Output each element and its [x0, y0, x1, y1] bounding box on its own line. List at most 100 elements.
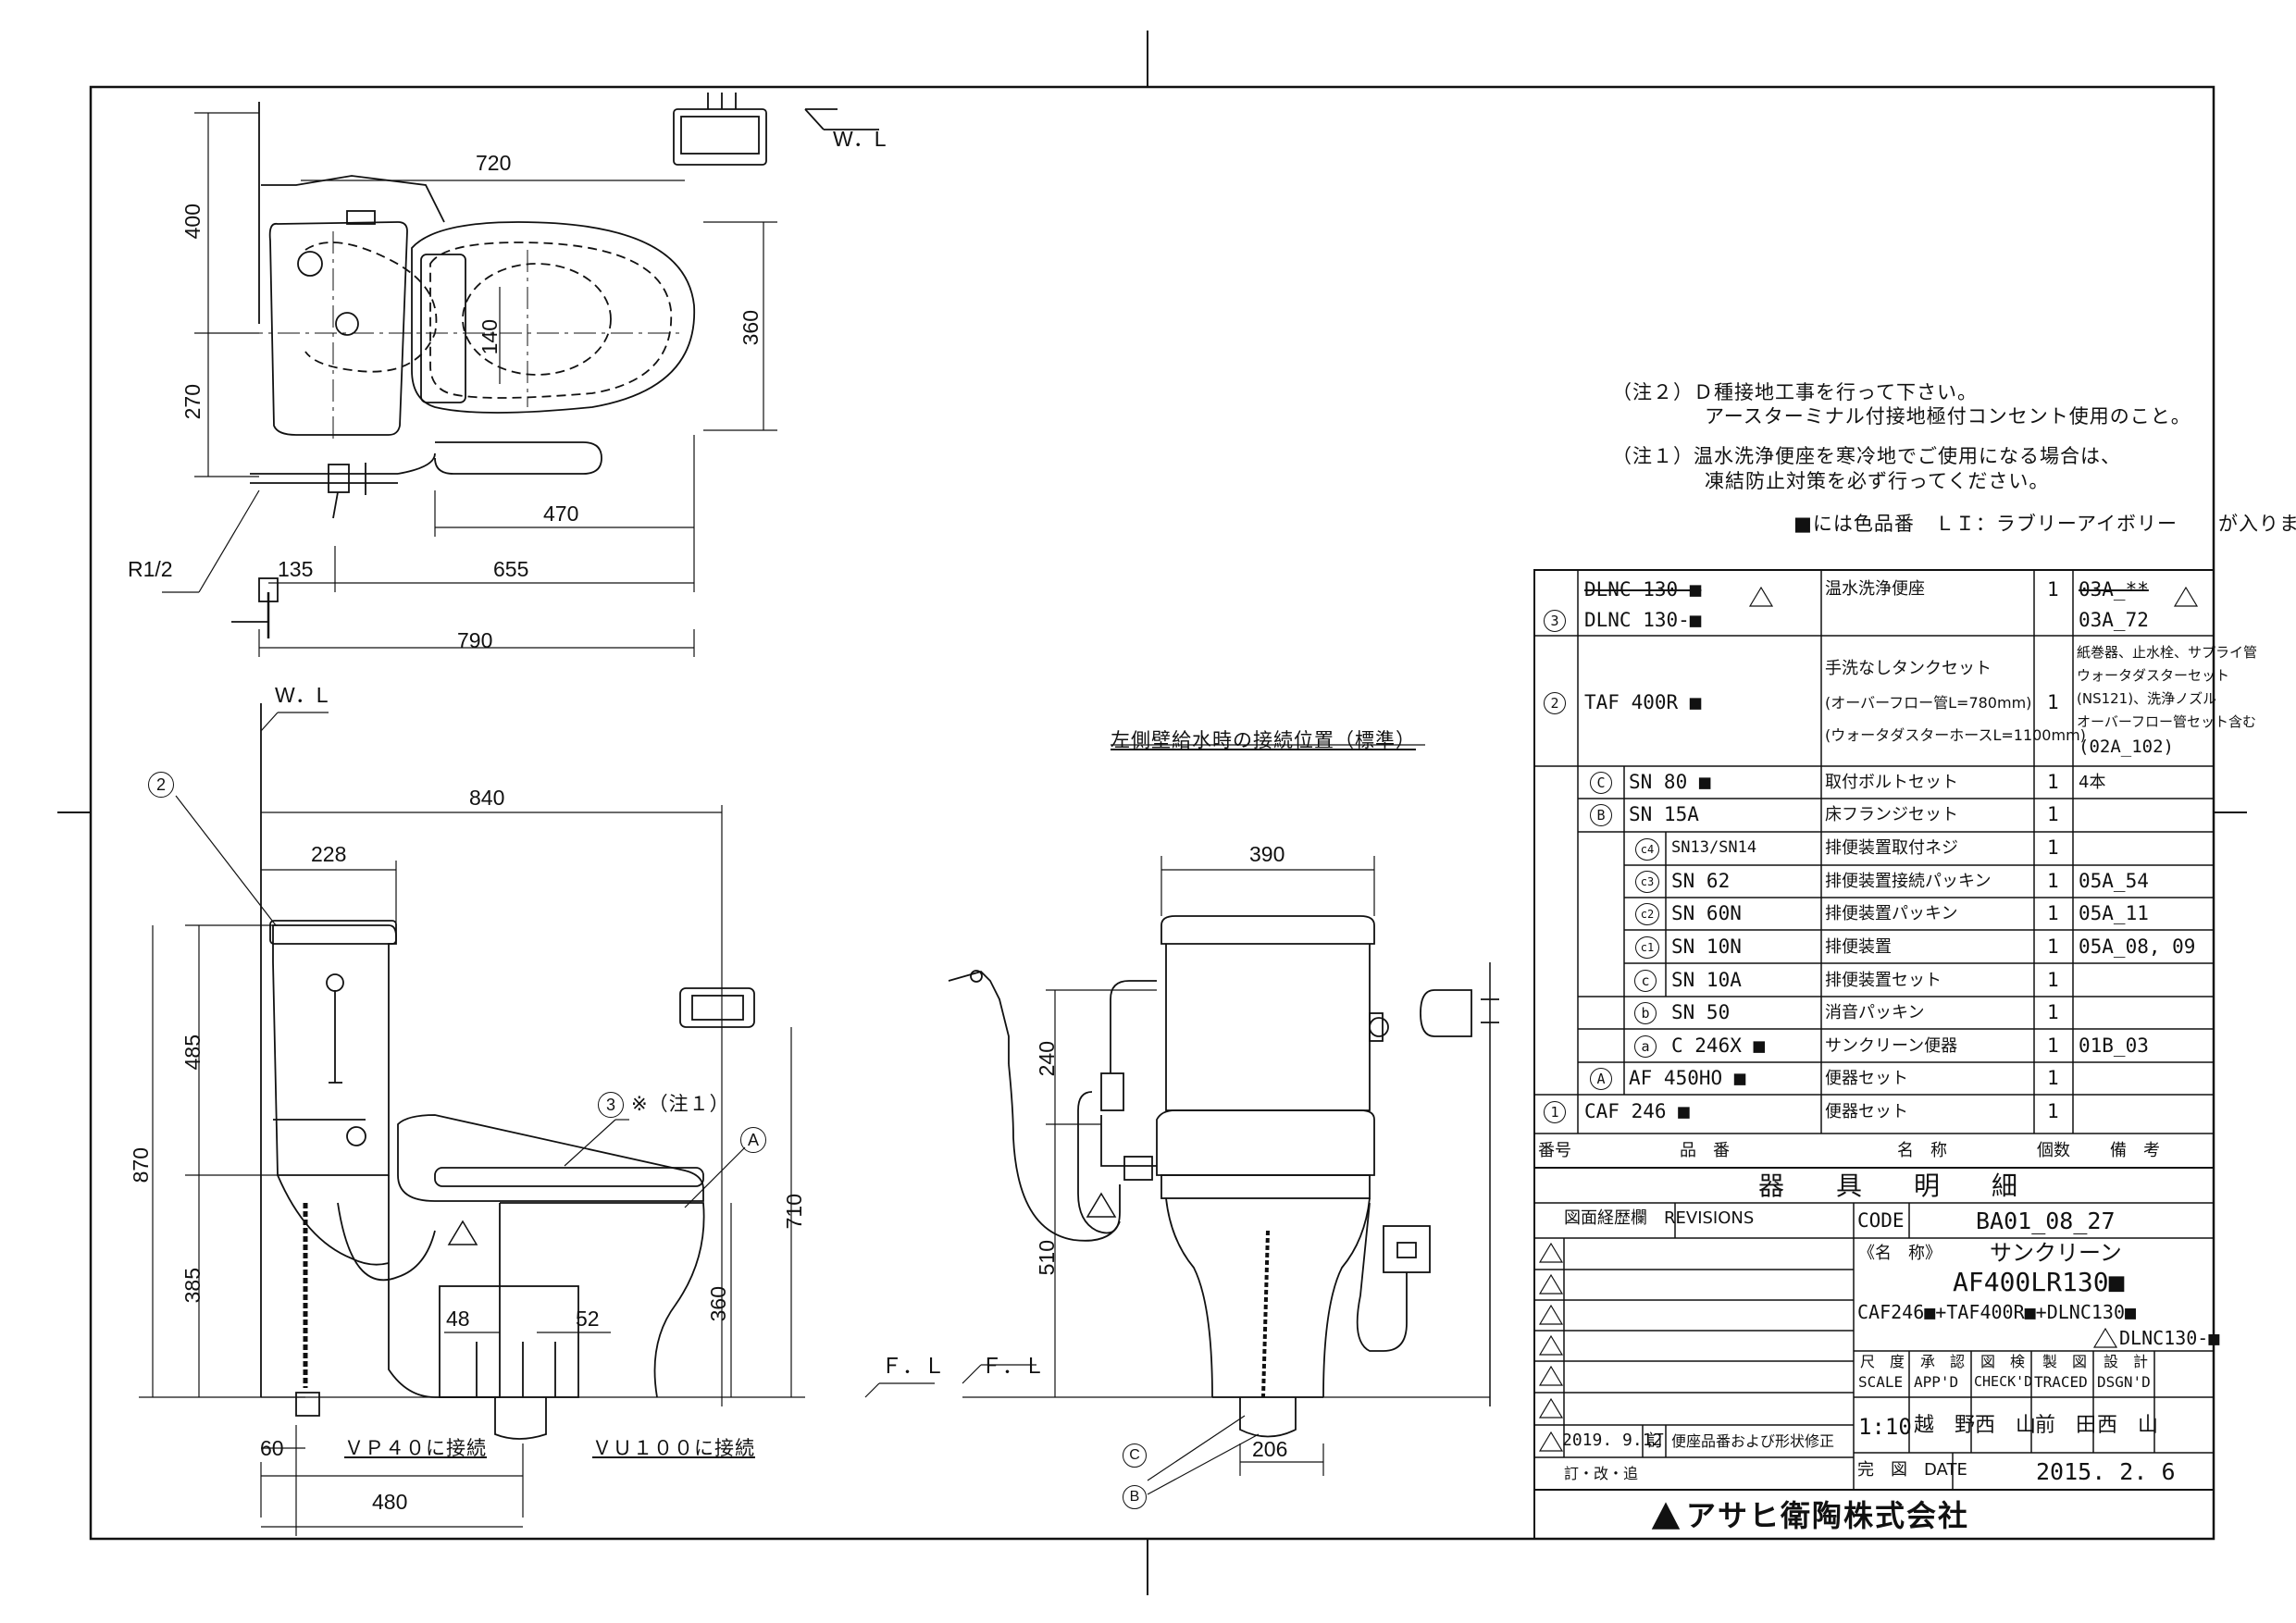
- part-row10-desc: 消音パッキン: [1825, 1003, 1925, 1022]
- part-row13-desc: 便器セット: [1825, 1102, 1908, 1121]
- scale-en: SCALE: [1858, 1373, 1904, 1391]
- revisions-label: 図面経歴欄 REVISIONS: [1564, 1208, 1755, 1228]
- part-row3-remark: 4本: [2079, 773, 2106, 792]
- part-row4-part: SN 15A: [1629, 803, 1699, 825]
- part-row6-part: SN 62: [1671, 870, 1731, 892]
- name-label: 《名 称》: [1858, 1244, 1942, 1263]
- part-row7-remark: 05A_11: [2079, 902, 2149, 924]
- part-row9-qty: 1: [2047, 969, 2059, 991]
- dim-240: 240: [1035, 1041, 1059, 1077]
- part-row6-desc: 排便装置接続パッキン: [1825, 872, 1992, 891]
- part-row12-qty: 1: [2047, 1067, 2059, 1089]
- part-row10-qty: 1: [2047, 1001, 2059, 1023]
- dim-400: 400: [180, 204, 205, 240]
- dim-140: 140: [478, 319, 502, 355]
- code-label: CODE: [1857, 1209, 1905, 1232]
- date-value: 2015. 2. 6: [2036, 1458, 2176, 1485]
- code-value: BA01_08_27: [1976, 1208, 2116, 1234]
- part-row2-desc3: (ウォータダスターホースL=1100mm): [1825, 726, 2086, 744]
- traced-label: 製 図: [2042, 1353, 2088, 1370]
- table-header-remark: 備 考: [2110, 1141, 2160, 1160]
- part-row2-qty: 1: [2047, 691, 2059, 713]
- callout-b: B: [1123, 1485, 1147, 1509]
- note1-line1: （注１）温水洗浄便座を寒冷地でご使用になる場合は、: [1612, 445, 2121, 467]
- revision-mark: 訂: [1647, 1431, 1664, 1451]
- side-view: [139, 703, 805, 1536]
- note2-line1: （注２）Ｄ種接地工事を行って下さい。: [1612, 381, 1978, 403]
- app-en: APP'D: [1914, 1373, 1959, 1391]
- part-row8-no: c1: [1635, 936, 1659, 959]
- part-row0-qty: 1: [2047, 578, 2059, 601]
- front-view: [864, 744, 1499, 1495]
- part-row8-part: SN 10N: [1671, 935, 1742, 958]
- part-row6-no: c3: [1635, 871, 1659, 893]
- callout-3: 3: [598, 1092, 624, 1118]
- part-row2-rem5: (02A_102): [2079, 737, 2174, 757]
- check-name: 西 山: [1975, 1414, 2037, 1437]
- dsgn-en: DSGN'D: [2097, 1373, 2151, 1391]
- part-row3-desc: 取付ボルトセット: [1825, 773, 1958, 792]
- part-row3-no: C: [1590, 772, 1612, 794]
- dim-48: 48: [446, 1307, 470, 1331]
- dsgn-name: 西 山: [2097, 1414, 2159, 1437]
- part-row2-no: 2: [1544, 692, 1566, 714]
- product-composition: CAF246■+TAF400R■+DLNC130■: [1857, 1301, 2137, 1323]
- label-vp40: ＶＰ４０に接続: [344, 1437, 487, 1459]
- dim-228: 228: [311, 842, 347, 866]
- part-row9-part: SN 10A: [1671, 969, 1742, 991]
- dim-385: 385: [180, 1268, 205, 1304]
- part-row5-qty: 1: [2047, 836, 2059, 859]
- dim-485: 485: [180, 1035, 205, 1071]
- note2-line2: アースターミナル付接地極付コンセント使用のこと。: [1705, 405, 2191, 427]
- part-row2-rem4: オーバーフロー管セット含む: [2077, 713, 2256, 730]
- part-row12-part: AF 450HO ■: [1629, 1067, 1746, 1089]
- part-row8-desc: 排便装置: [1825, 937, 1892, 957]
- part-row6-remark: 05A_54: [2079, 870, 2149, 892]
- part-row0-desc: 温水洗浄便座: [1825, 579, 1925, 599]
- part-row12-no: A: [1590, 1068, 1612, 1090]
- traced-en: TRACED: [2034, 1373, 2088, 1391]
- dim-480: 480: [372, 1490, 408, 1514]
- part-row11-desc: サンクリーン便器: [1825, 1036, 1958, 1056]
- part-row2-desc1: 手洗なしタンクセット: [1825, 659, 1992, 678]
- part-row11-no: a: [1634, 1035, 1657, 1058]
- table-header-no: 番号: [1538, 1141, 1571, 1160]
- dim-60: 60: [260, 1436, 284, 1460]
- dim-510: 510: [1035, 1240, 1059, 1276]
- part-row8-remark: 05A_08, 09: [2079, 935, 2196, 958]
- part-row8-qty: 1: [2047, 935, 2059, 958]
- part-row1-part: DLNC 130-■: [1584, 609, 1702, 631]
- part-row4-no: B: [1590, 804, 1612, 826]
- part-row12-desc: 便器セット: [1825, 1069, 1908, 1088]
- dim-390: 390: [1249, 842, 1285, 866]
- part-row7-no: c2: [1635, 903, 1659, 925]
- label-fl-right: Ｆ．Ｌ: [981, 1354, 1045, 1378]
- label-fl-left: Ｆ．Ｌ: [881, 1354, 945, 1378]
- dim-360-side: 360: [706, 1286, 730, 1322]
- table-title: 器 具 明 細: [1758, 1171, 2031, 1201]
- part-row11-part: C 246X ■: [1671, 1035, 1766, 1057]
- part-row0-part: DLNC 130-■: [1584, 578, 1702, 601]
- scale-value: 1:10: [1858, 1414, 1912, 1440]
- front-view-title: 左側壁給水時の接続位置（標準）: [1111, 729, 1416, 751]
- revision-text: 便座品番および形状修正: [1671, 1432, 1835, 1450]
- part-row1-remark: 03A_72: [2079, 609, 2149, 631]
- table-header-qty: 個数: [2037, 1141, 2070, 1160]
- dim-360: 360: [738, 310, 763, 346]
- product-model: AF400LR130■: [1953, 1267, 2125, 1297]
- part-row13-no: 1: [1544, 1101, 1566, 1123]
- dim-52: 52: [576, 1307, 600, 1331]
- dim-135: 135: [278, 557, 314, 581]
- date-label: 完 図 DATE: [1857, 1460, 1967, 1480]
- part-row11-qty: 1: [2047, 1035, 2059, 1057]
- part-row4-desc: 床フランジセット: [1825, 805, 1958, 824]
- product-composition2: DLNC130-■: [2119, 1327, 2220, 1349]
- part-row13-qty: 1: [2047, 1100, 2059, 1122]
- part-row3-part: SN 80 ■: [1629, 771, 1711, 793]
- part-row13-part: CAF 246 ■: [1584, 1100, 1690, 1122]
- part-row7-part: SN 60N: [1671, 902, 1742, 924]
- part-row9-no: c: [1634, 970, 1657, 992]
- dim-710: 710: [782, 1194, 806, 1230]
- dim-840: 840: [469, 786, 505, 810]
